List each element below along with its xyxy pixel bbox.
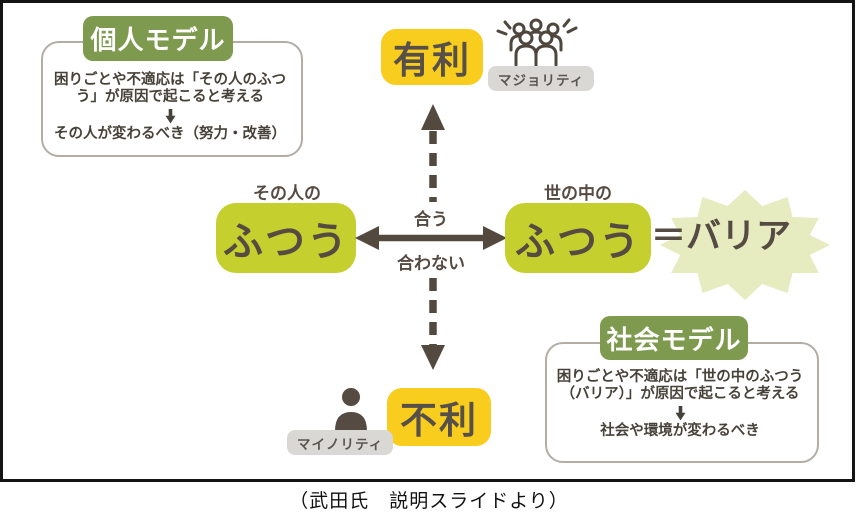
down-dashed-arrow (421, 278, 445, 370)
down-arrow-icon (165, 109, 175, 124)
majority-badge: マジョリティ (488, 66, 595, 91)
minority-badge: マイノリティ (287, 430, 394, 455)
right-norm-box: ふつう (505, 203, 651, 273)
mismatch-label: 合わない (397, 254, 465, 274)
personal-model-conclusion: その人が変わるべき（努力・改善） (54, 126, 286, 142)
up-dashed-arrow (421, 104, 445, 202)
social-model-title: 社会モデル (600, 316, 748, 360)
match-label: 合う (414, 210, 448, 230)
people-group-icon (496, 18, 578, 67)
social-model-text-line1: 困りごとや不適応は「世の中のふつう (556, 369, 804, 385)
person-icon (335, 388, 367, 431)
social-model-box (545, 342, 819, 463)
social-model-body: 困りごとや不適応は「世の中のふつう （バリア）」が原因で起こると考える 社会や環… (549, 369, 811, 440)
personal-model-body: 困りごとや不適応は「その人のふつ う」が原因で起こると考える その人が変わるべき… (43, 72, 297, 143)
left-norm-box: ふつう (216, 203, 356, 273)
barrier-label: ＝バリア (651, 217, 792, 257)
personal-model-text-line2: う」が原因で起こると考える (75, 89, 265, 105)
down-arrow-icon (675, 406, 685, 421)
barrier-burst-shape (660, 190, 830, 300)
personal-model-text-line1: 困りごとや不適応は「その人のふつ (54, 72, 286, 88)
personal-model-title: 個人モデル (83, 16, 233, 61)
disadvantage-box: 不利 (387, 388, 491, 446)
social-model-text-line2: （バリア）」が原因で起こると考える (560, 386, 800, 402)
right-norm-caption: 世の中の (544, 184, 612, 204)
left-norm-caption: その人の (253, 184, 321, 204)
diagram-frame: 個人モデル 困りごとや不適応は「その人のふつ う」が原因で起こると考える その人… (0, 0, 855, 482)
social-model-conclusion: 社会や環境が変わるべき (600, 423, 760, 439)
advantage-box: 有利 (381, 29, 483, 85)
double-arrow (355, 226, 507, 250)
source-caption: （武田氏 説明スライドより） (289, 491, 569, 512)
